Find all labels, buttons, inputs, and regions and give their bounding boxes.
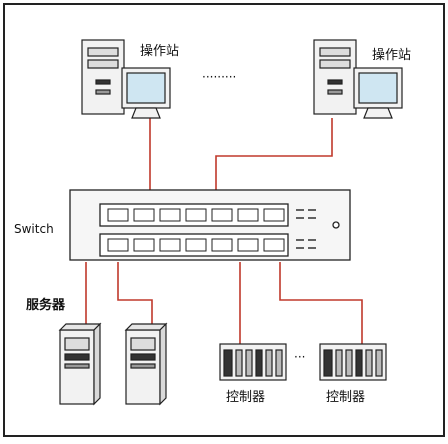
outer-frame xyxy=(3,3,445,437)
label-operator-station-right: 操作站 xyxy=(372,48,412,63)
workstation-left xyxy=(81,39,171,119)
link-controller-2 xyxy=(279,262,363,348)
controller-2 xyxy=(319,343,387,381)
server-1 xyxy=(58,322,102,406)
server-2 xyxy=(124,322,168,406)
label-controller-left: 控制器 xyxy=(226,390,266,405)
workstation-right xyxy=(313,39,403,119)
network-links xyxy=(85,118,363,348)
network-switch xyxy=(69,189,351,261)
link-server-2 xyxy=(117,262,153,330)
label-controller-right: 控制器 xyxy=(326,390,366,405)
label-dots-between-stations: ········· xyxy=(202,70,237,84)
label-server: 服务器 xyxy=(26,298,66,313)
label-operator-station-left: 操作站 xyxy=(140,44,180,59)
controller-1 xyxy=(219,343,287,381)
label-switch: Switch xyxy=(14,222,54,236)
label-ellipsis-controllers: ··· xyxy=(294,350,306,364)
link-workstation-right xyxy=(215,118,333,192)
